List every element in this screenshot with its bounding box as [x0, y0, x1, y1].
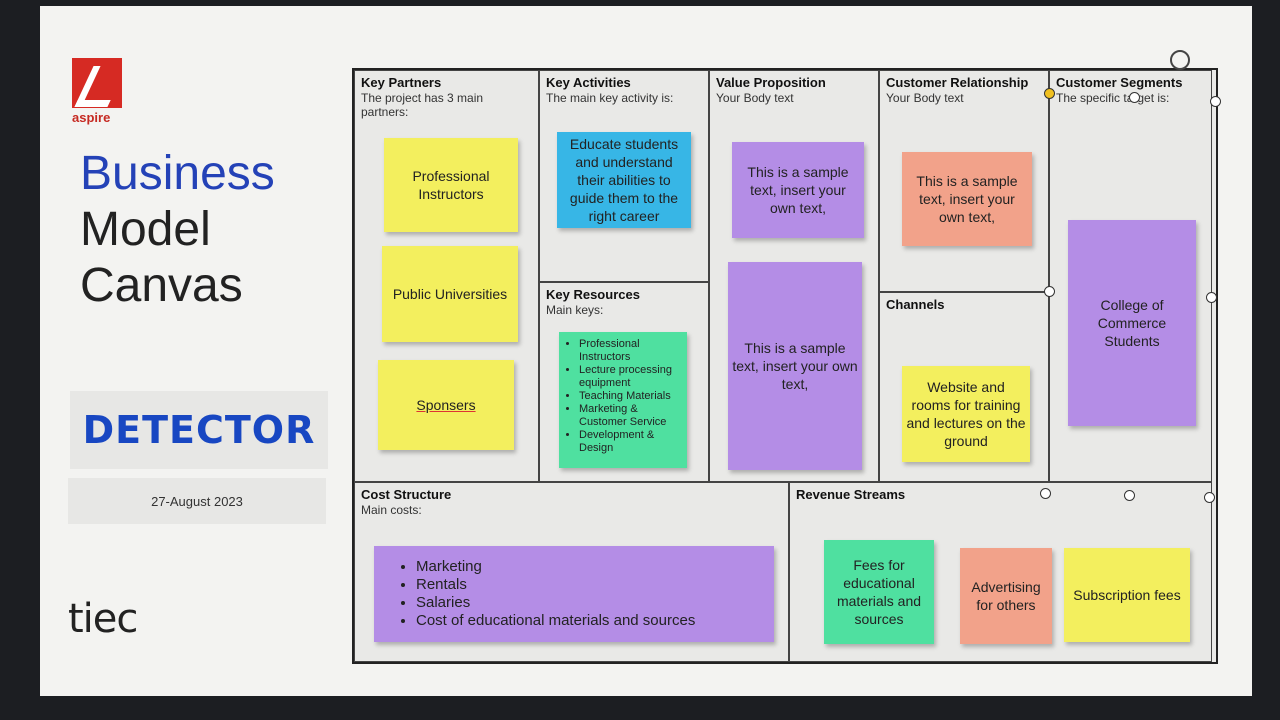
- value-proposition-cell[interactable]: Value Proposition Your Body text: [709, 70, 879, 482]
- key-resources-title: Key Resources: [546, 287, 640, 302]
- tiec-logo: tiec: [68, 596, 138, 642]
- resize-handle[interactable]: [1040, 488, 1051, 499]
- value-note-2[interactable]: This is a sample text, insert your own t…: [728, 262, 862, 470]
- key-activities-subtitle: The main key activity is:: [546, 91, 674, 105]
- slide-title: Business Model Canvas: [80, 146, 275, 314]
- key-partners-title: Key Partners: [361, 75, 442, 90]
- key-partners-cell[interactable]: Key Partners The project has 3 main part…: [354, 70, 539, 482]
- resources-list: Professional Instructors Lecture process…: [565, 338, 681, 455]
- aspire-logo-icon: [72, 58, 122, 108]
- slide: aspire Business Model Canvas DETECTOR 27…: [40, 6, 1252, 696]
- resource-item: Development & Design: [579, 429, 681, 455]
- business-model-canvas[interactable]: Key Partners The project has 3 main part…: [352, 68, 1221, 664]
- resource-item: Professional Instructors: [579, 338, 681, 364]
- value-note-1[interactable]: This is a sample text, insert your own t…: [732, 142, 864, 238]
- customer-segments-title: Customer Segments: [1056, 75, 1183, 90]
- title-line-3: Canvas: [80, 259, 243, 312]
- detector-brand-text: DETECTOR: [82, 408, 316, 452]
- resize-handle[interactable]: [1044, 286, 1055, 297]
- customer-relationship-subtitle: Your Body text: [886, 91, 964, 105]
- cost-note[interactable]: Marketing Rentals Salaries Cost of educa…: [374, 546, 774, 642]
- key-resources-subtitle: Main keys:: [546, 303, 604, 317]
- cost-structure-subtitle: Main costs:: [361, 503, 422, 517]
- resource-item: Marketing & Customer Service: [579, 403, 681, 429]
- key-activities-cell[interactable]: Key Activities The main key activity is:: [539, 70, 709, 282]
- cost-item: Cost of educational materials and source…: [416, 612, 695, 630]
- partner-note-2[interactable]: Public Universities: [382, 246, 518, 342]
- resize-handle[interactable]: [1129, 92, 1140, 103]
- rotate-handle-icon[interactable]: [1170, 50, 1190, 70]
- resize-handle[interactable]: [1124, 490, 1135, 501]
- aspire-logo: aspire: [72, 58, 128, 125]
- aspire-logo-text: aspire: [72, 110, 111, 125]
- value-proposition-subtitle: Your Body text: [716, 91, 794, 105]
- channels-cell[interactable]: Channels: [879, 292, 1049, 482]
- channels-title: Channels: [886, 297, 945, 312]
- cost-structure-cell[interactable]: Cost Structure Main costs:: [354, 482, 789, 662]
- activity-note[interactable]: Educate students and understand their ab…: [557, 132, 691, 228]
- resize-handle[interactable]: [1206, 292, 1217, 303]
- cost-item: Rentals: [416, 576, 695, 594]
- revenue-note-1[interactable]: Fees for educational materials and sourc…: [824, 540, 934, 644]
- revenue-note-2[interactable]: Advertising for others: [960, 548, 1052, 644]
- resize-handle[interactable]: [1210, 96, 1221, 107]
- partner-note-1[interactable]: Professional Instructors: [384, 138, 518, 232]
- key-activities-title: Key Activities: [546, 75, 631, 90]
- relationship-note[interactable]: This is a sample text, insert your own t…: [902, 152, 1032, 246]
- value-proposition-title: Value Proposition: [716, 75, 826, 90]
- customer-segments-subtitle: The specific target is:: [1056, 91, 1170, 105]
- channels-note[interactable]: Website and rooms for training and lectu…: [902, 366, 1030, 462]
- partner-note-3[interactable]: Sponsers: [378, 360, 514, 450]
- customer-relationship-cell[interactable]: Customer Relationship Your Body text: [879, 70, 1049, 292]
- resource-item: Teaching Materials: [579, 390, 681, 403]
- resources-note[interactable]: Professional Instructors Lecture process…: [559, 332, 687, 468]
- cost-structure-title: Cost Structure: [361, 487, 452, 502]
- key-partners-subtitle: The project has 3 main partners:: [361, 91, 484, 119]
- customer-relationship-title: Customer Relationship: [886, 75, 1029, 90]
- resize-handle[interactable]: [1044, 88, 1055, 99]
- key-resources-cell[interactable]: Key Resources Main keys:: [539, 282, 709, 482]
- revenue-streams-cell[interactable]: Revenue Streams: [789, 482, 1212, 662]
- resource-item: Lecture processing equipment: [579, 364, 681, 390]
- customer-segments-cell[interactable]: Customer Segments The specific target is…: [1049, 70, 1212, 482]
- cost-item: Salaries: [416, 594, 695, 612]
- title-line-1: Business: [80, 147, 275, 200]
- title-line-2: Model: [80, 203, 211, 256]
- date-label: 27-August 2023: [68, 478, 326, 524]
- detector-brand: DETECTOR: [70, 391, 328, 469]
- segments-note[interactable]: College of Commerce Students: [1068, 220, 1196, 426]
- cost-item: Marketing: [416, 558, 695, 576]
- cost-list: Marketing Rentals Salaries Cost of educa…: [394, 558, 695, 630]
- revenue-note-3[interactable]: Subscription fees: [1064, 548, 1190, 642]
- revenue-streams-title: Revenue Streams: [796, 487, 906, 502]
- resize-handle[interactable]: [1204, 492, 1215, 503]
